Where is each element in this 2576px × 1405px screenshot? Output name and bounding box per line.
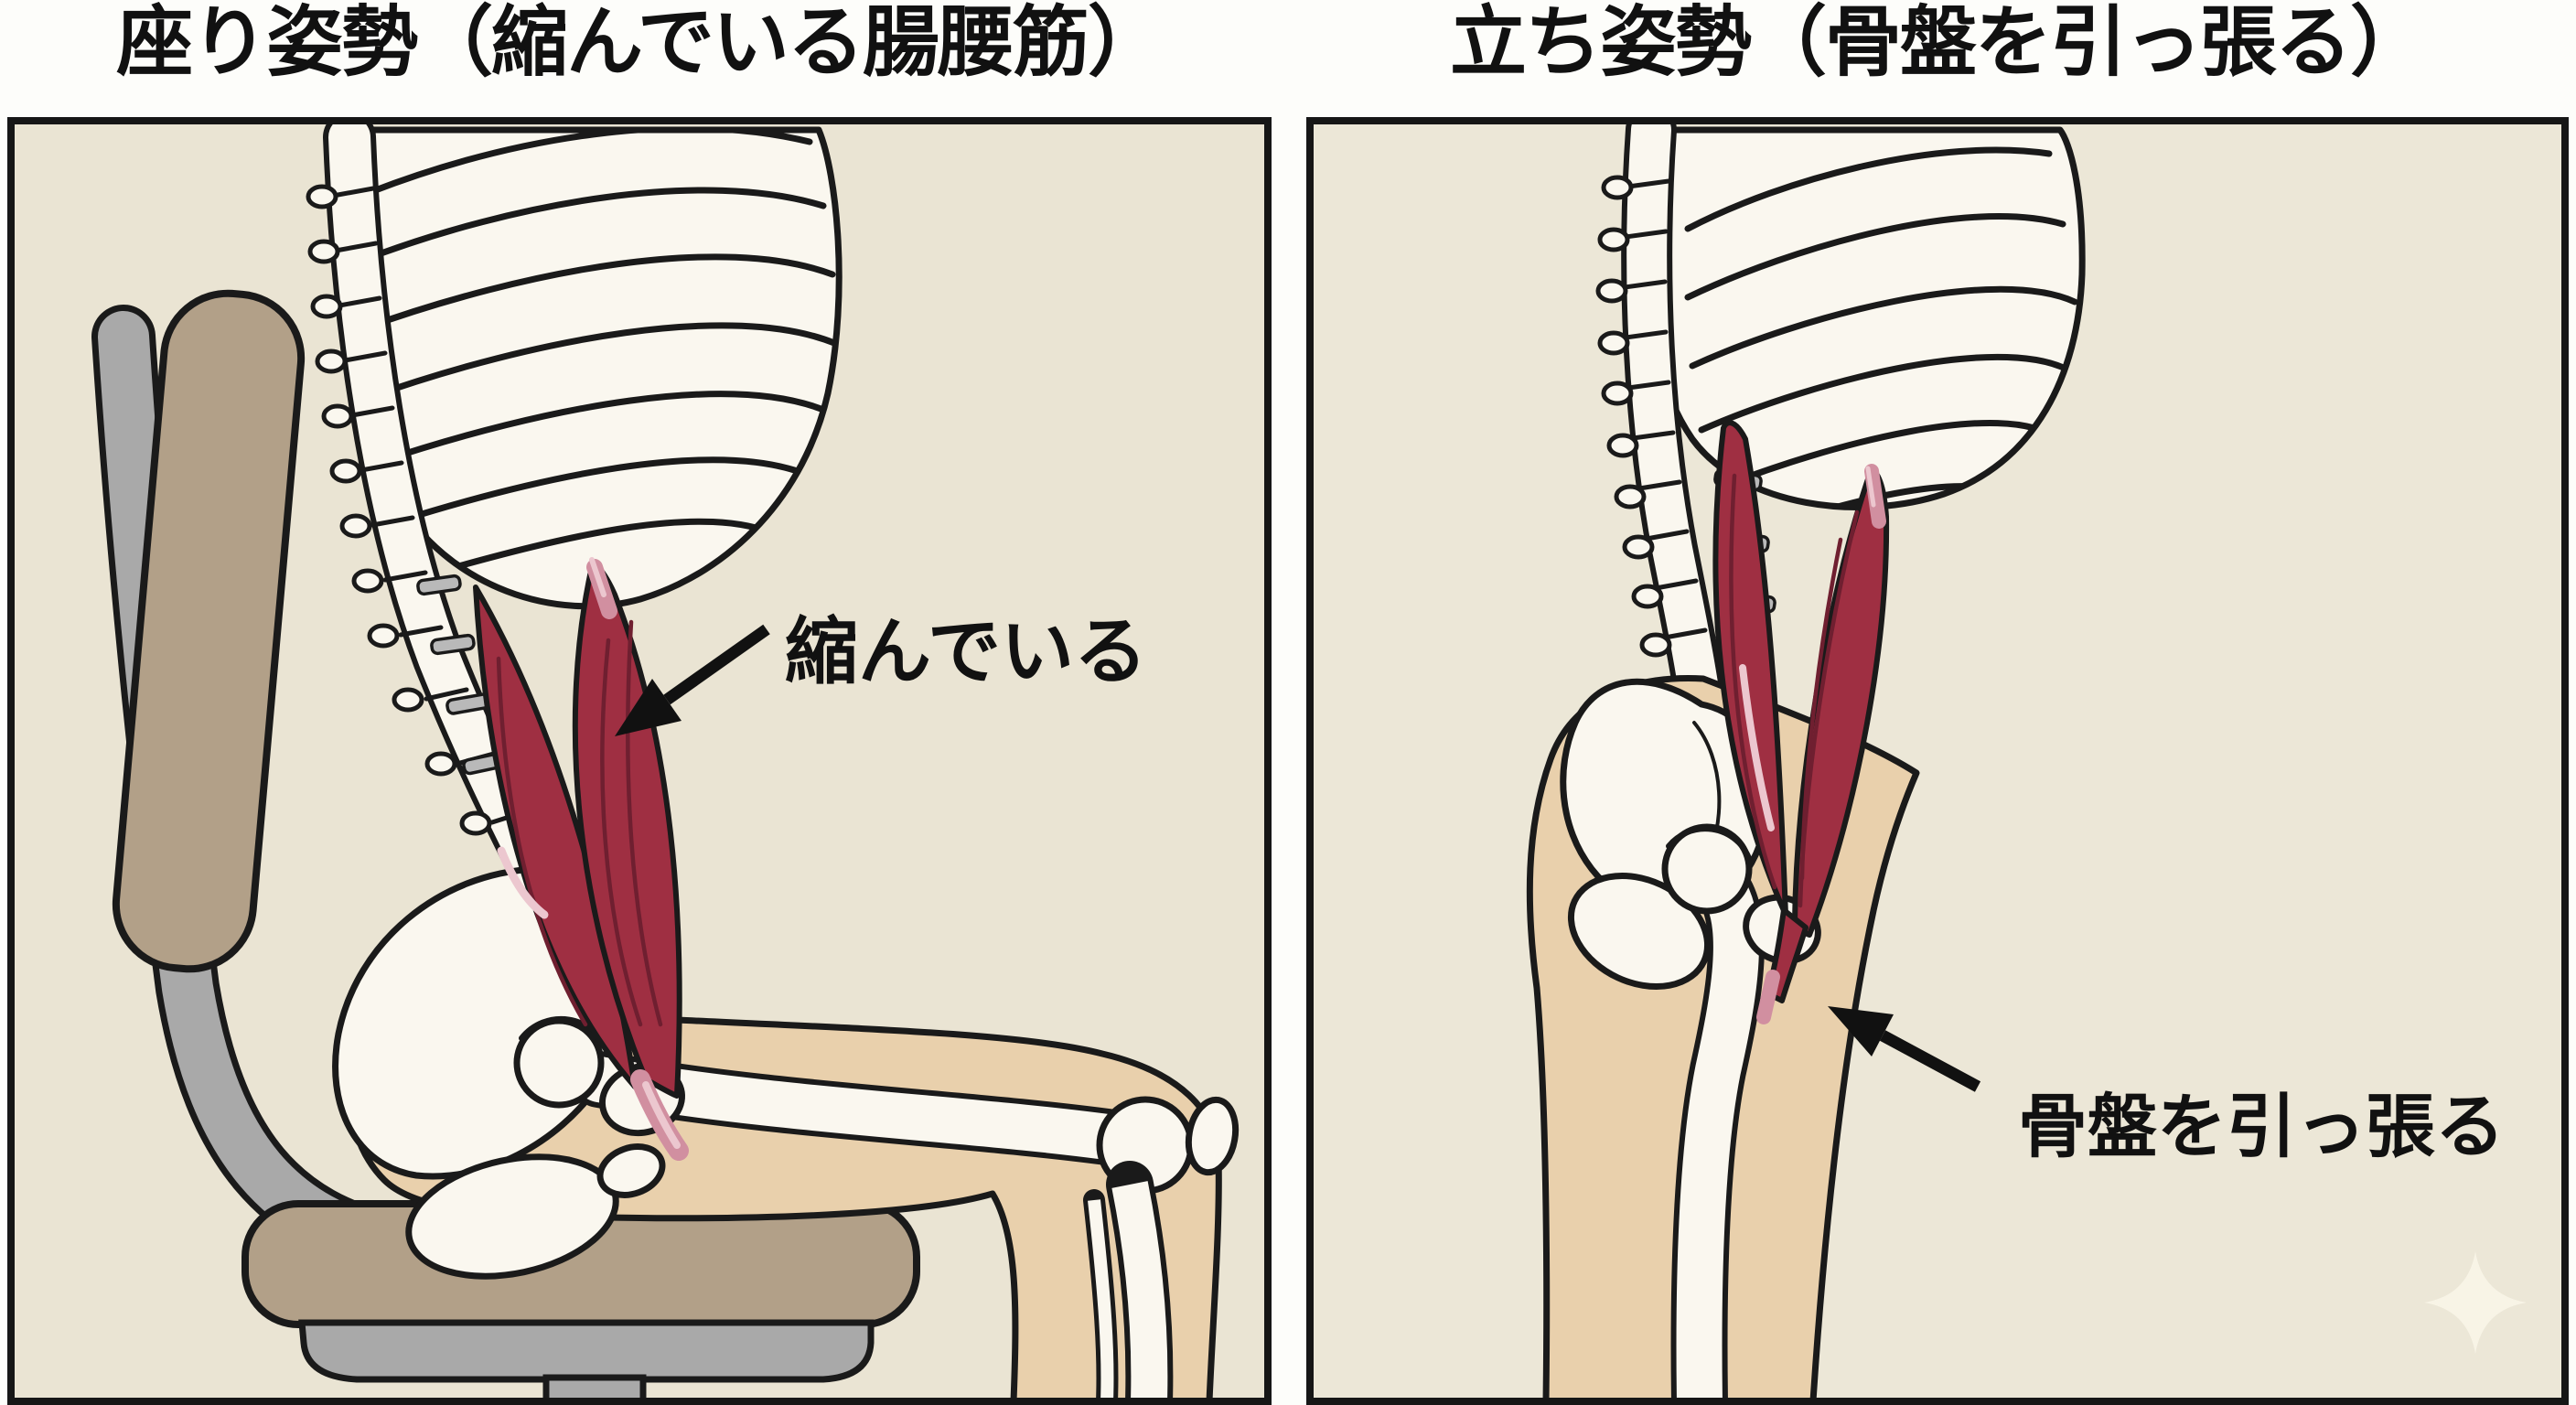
psoas-anterior-belly	[572, 560, 682, 1099]
annotation-shortened: 縮んでいる	[615, 611, 1147, 736]
right-panel-standing: 骨盤を引っ張る	[1306, 117, 2569, 1405]
patella	[1185, 1096, 1240, 1176]
psoas-anterior-belly	[1792, 466, 1890, 938]
sitting-illustration: 縮んでいる	[91, 124, 1240, 1398]
upper-tendon-highlight	[1865, 466, 1876, 508]
annotation-pelvis-pull: 骨盤を引っ張る	[1828, 1006, 2505, 1166]
chair-pedestal	[542, 1374, 647, 1398]
annotation-label: 縮んでいる	[785, 611, 1147, 692]
muscle-striation	[496, 656, 588, 1027]
acetabulum-line	[1666, 826, 1752, 861]
rib-cage-silhouette	[1638, 126, 2086, 510]
rib-cage	[339, 126, 843, 610]
muscle-striation	[600, 638, 643, 1027]
muscle-highlight	[497, 846, 549, 919]
ribs	[358, 130, 838, 580]
upper-tendon	[1864, 464, 1886, 529]
annotation-arrow-shaft	[663, 624, 770, 705]
spinous-processes	[306, 184, 492, 836]
upper-tendon-highlight	[589, 557, 606, 597]
standing-illustration: 骨盤を引っ張る	[1526, 124, 2527, 1398]
muscle-striation	[1729, 473, 1777, 890]
annotation-label: 骨盤を引っ張る	[2018, 1089, 2505, 1166]
insertion-tendon	[1756, 970, 1780, 1024]
chair-seat-base	[298, 1319, 875, 1383]
vertebra-segments	[1622, 178, 1708, 640]
muscle-striation	[626, 619, 663, 1027]
spine-column	[328, 124, 556, 890]
psoas-muscle-shortened	[473, 557, 689, 1161]
insertion-tendon-highlight	[642, 1081, 681, 1149]
right-panel-title: 立ち姿勢（骨盤を引っ張る）	[1449, 0, 2427, 85]
spine	[306, 124, 562, 896]
pubis	[596, 1143, 666, 1198]
chair-backrest-cushion	[112, 289, 306, 973]
psoas-muscle-standing	[1712, 420, 1890, 1024]
tibia	[1111, 1181, 1168, 1398]
sparkle-icon	[2424, 1251, 2527, 1354]
spinous-processes	[1595, 175, 1672, 658]
rib-cage	[1638, 126, 2086, 510]
spine-column	[1626, 124, 1722, 729]
annotation-arrow-head	[1828, 1006, 1894, 1056]
annotation-arrow-shaft	[1879, 1030, 1981, 1092]
left-panel-title: 座り姿勢（縮んでいる腸腰筋）	[116, 0, 1165, 85]
left-panel-sitting: 縮んでいる	[7, 117, 1272, 1405]
fibula	[1088, 1199, 1114, 1398]
muscle-highlight	[1739, 664, 1775, 831]
muscle-striation	[1799, 537, 1843, 881]
femur-shaft	[1676, 855, 1759, 1398]
ischium	[1567, 872, 1712, 991]
annotation-arrow-head	[615, 679, 682, 736]
leg-bones	[1661, 823, 1821, 1398]
